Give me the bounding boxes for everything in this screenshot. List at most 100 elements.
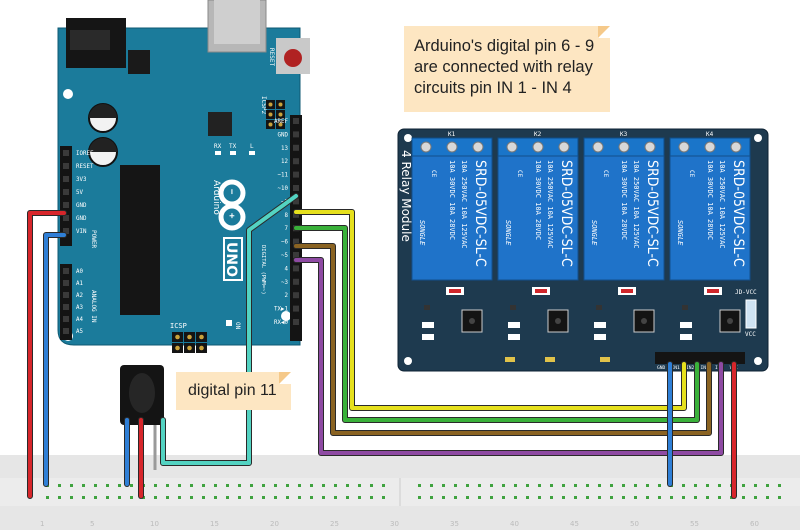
arduino-pcb [57,27,301,346]
relay-module-title: 4 Relay Module [399,150,413,242]
header-pin [63,280,69,286]
header-pin [63,202,69,208]
digital-pin-label: TX▶1 [274,307,288,313]
breadboard-hole [742,496,745,499]
optocoupler-dot [555,318,561,324]
breadboard-hole [694,484,697,487]
breadboard-hole [610,496,613,499]
header-pin [63,215,69,221]
header-pin [63,268,69,274]
note-ir-pin-text: digital pin 11 [188,382,277,399]
header-pin [293,158,299,165]
header-pin [293,131,299,138]
icsp-pin-dot [175,345,180,351]
relay-brand: SONGLE [590,220,598,246]
breadboard-hole [538,484,541,487]
tx-label: TX [229,143,237,150]
breadboard-number: 10 [150,520,159,528]
header-pin [293,265,299,272]
relay-brand: SONGLE [418,220,426,246]
terminal-screw [644,141,656,153]
breadboard-hole [214,496,217,499]
header-pin [293,144,299,151]
breadboard-hole [754,484,757,487]
note-ir-pin: digital pin 11 [176,372,291,410]
terminal-screw [558,141,570,153]
breadboard-hole [454,484,457,487]
wire-pin6-in4 [294,258,723,455]
terminal-screw [678,141,690,153]
breadboard-hole [154,484,157,487]
breadboard-hole [490,484,493,487]
relay-brand: SONGLE [504,220,512,246]
breadboard-number: 15 [210,520,219,528]
relay-body [497,155,579,281]
breadboard-hole [502,496,505,499]
header-pin [293,252,299,258]
breadboard-hole [370,484,373,487]
relay-model: SRD-05VDC-SL-C [730,160,746,267]
resistor [422,334,434,340]
relay-ce: CE [430,170,437,178]
breadboard-hole [598,484,601,487]
tx-led [230,151,236,155]
digital-pin-label: 13 [281,146,288,152]
mount-hole [63,89,73,99]
breadboard-hole [574,484,577,487]
resistor [594,334,606,340]
breadboard-hole [778,496,781,499]
digital-pin-label: GND [278,132,289,138]
relay-led [449,289,461,293]
analog-pin-label: A4 [76,317,83,323]
digital-pin-label: 12 [281,159,288,165]
icsp-pin-dot [187,334,192,340]
breadboard-hole [346,484,349,487]
breadboard-hole [238,484,241,487]
breadboard-hole [202,496,205,499]
breadboard-hole [430,496,433,499]
resistor [680,334,692,340]
digital-pin-label: 8 [285,213,289,219]
leds-row [505,357,610,362]
digital-pin-label: 2 [285,293,289,299]
breadboard-hole [562,496,565,499]
digital-pin-label: ~6 [281,240,288,246]
usb-chip [208,112,232,136]
arduino-logo: − + [218,179,246,231]
breadboard-hole [130,484,133,487]
breadboard-number: 5 [90,520,94,528]
breadboard-hole [130,496,133,499]
breadboard-hole [538,496,541,499]
icsp-pin-dot [175,334,180,340]
breadboard-hole [682,496,685,499]
relay-body [411,155,493,281]
relay-body [583,155,665,281]
ir-lens [129,373,155,413]
icsp2-pin-dot [278,122,283,127]
breadboard-hole [514,496,517,499]
relay-k-label: K1 [448,131,456,138]
breadboard-hole [94,496,97,499]
on-led [226,320,232,326]
breadboard-hole [70,484,73,487]
transistor [682,305,688,310]
note-relay-pins: Arduino's digital pin 6 - 9 are connecte… [404,26,610,112]
breadboard-hole [418,484,421,487]
header-pin [293,198,299,205]
breadboard-hole [286,496,289,499]
breadboard-hole [706,484,709,487]
digital-pin-label: 4 [285,266,289,272]
breadboard-number: 35 [450,520,459,528]
resistor [508,322,520,328]
mount-hole [281,311,291,321]
relay-led [535,289,547,293]
breadboard-hole [346,496,349,499]
relay-ce: CE [516,170,523,178]
svg-text:−: − [226,189,236,195]
header-pin [63,228,69,234]
